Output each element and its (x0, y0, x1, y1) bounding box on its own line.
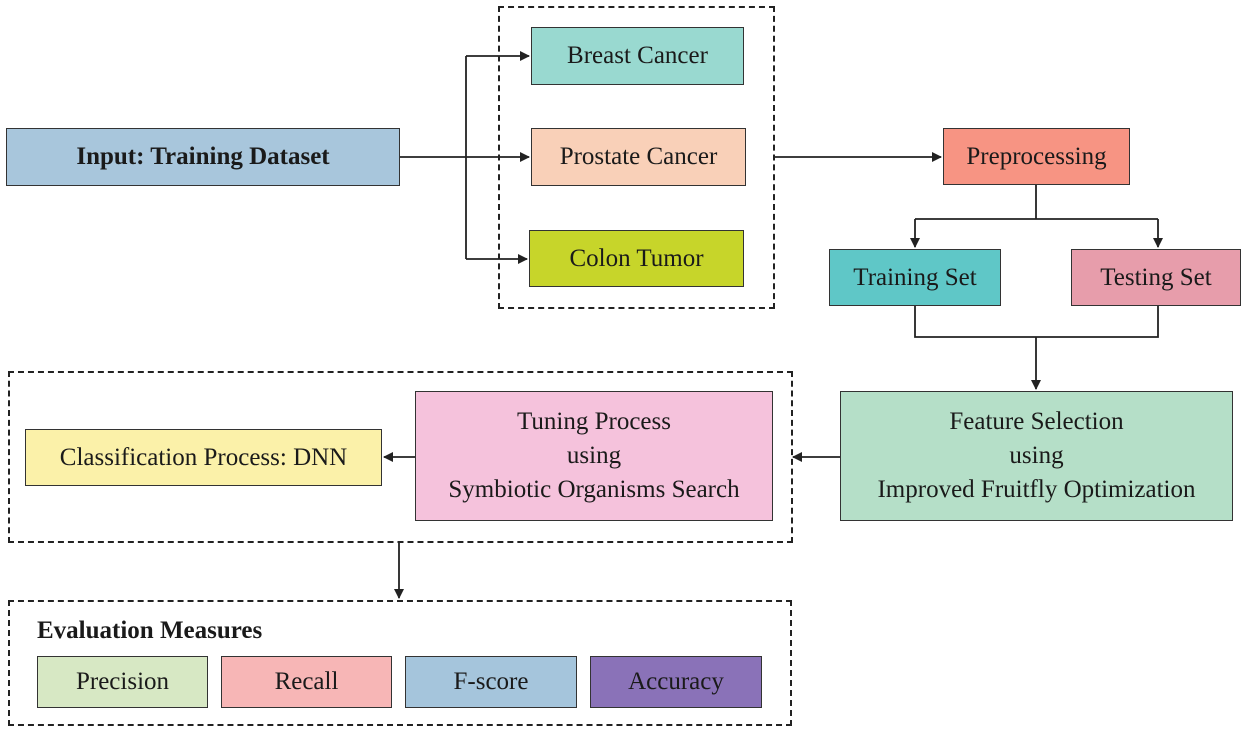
prostate-cancer-box: Prostate Cancer (531, 128, 746, 186)
colon-tumor-label: Colon Tumor (569, 244, 704, 272)
prostate-cancer-label: Prostate Cancer (559, 143, 718, 170)
tuning-process-box: Tuning Process using Symbiotic Organisms… (415, 391, 773, 521)
recall-box: Recall (221, 656, 392, 708)
precision-box: Precision (37, 656, 208, 708)
evaluation-title: Evaluation Measures (37, 617, 263, 644)
breast-cancer-box: Breast Cancer (531, 27, 744, 85)
tuning-line-3: Symbiotic Organisms Search (448, 476, 740, 503)
f-score-box: F-score (405, 656, 577, 708)
input-label: Input: Training Dataset (76, 143, 330, 170)
precision-label: Precision (75, 668, 170, 695)
f-score-label: F-score (453, 668, 529, 695)
accuracy-box: Accuracy (590, 656, 762, 708)
tuning-line-1: Tuning Process (517, 408, 671, 435)
classification-process-box: Classification Process: DNN (25, 429, 382, 486)
testing-set-label: Testing Set (1100, 263, 1212, 291)
accuracy-label: Accuracy (628, 668, 724, 695)
feature-selection-box: Feature Selection using Improved Fruitfl… (840, 391, 1233, 521)
classification-label: Classification Process: DNN (59, 443, 348, 471)
feature-selection-line-3: Improved Fruitfly Optimization (877, 476, 1196, 503)
input-training-dataset-box: Input: Training Dataset (6, 128, 400, 186)
recall-label: Recall (274, 668, 339, 695)
dataset-group (498, 6, 775, 309)
preprocessing-label: Preprocessing (966, 142, 1107, 170)
line-merge-sets (914, 306, 1159, 338)
preprocessing-box: Preprocessing (943, 128, 1130, 185)
training-set-box: Training Set (829, 249, 1001, 306)
feature-selection-line-2: using (1009, 442, 1064, 469)
feature-selection-line-1: Feature Selection (949, 408, 1124, 435)
testing-set-box: Testing Set (1071, 249, 1241, 306)
tuning-line-2: using (566, 442, 622, 469)
colon-tumor-box: Colon Tumor (529, 230, 744, 287)
breast-cancer-label: Breast Cancer (567, 42, 708, 69)
tuning-classification-group (8, 371, 793, 543)
training-set-label: Training Set (853, 263, 977, 291)
evaluation-group (8, 600, 792, 726)
